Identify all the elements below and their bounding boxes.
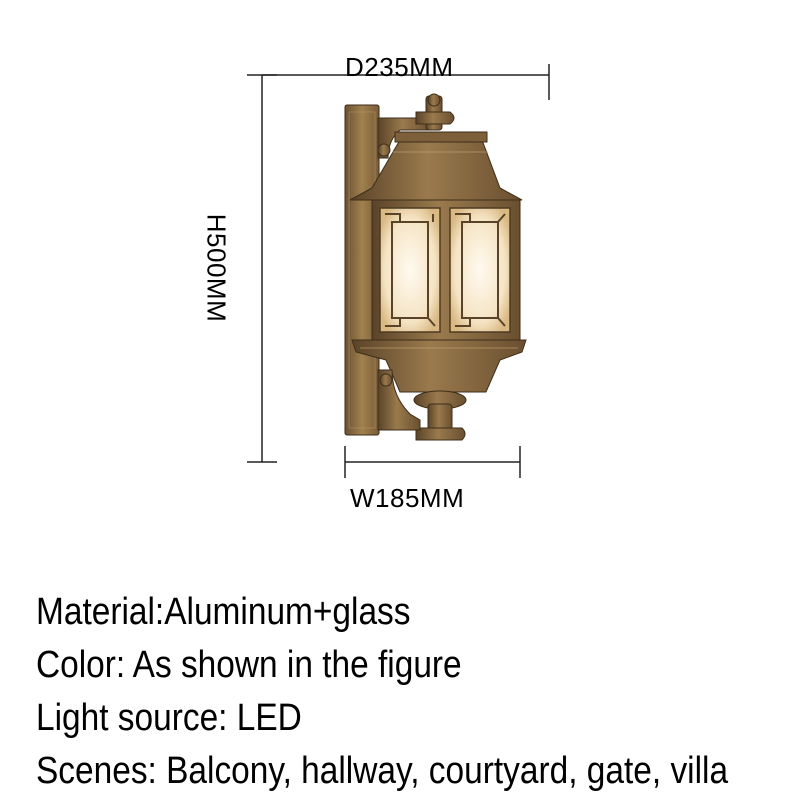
dimension-lines	[247, 64, 550, 478]
top-bracket	[377, 93, 455, 159]
spec-light-source: Light source: LED	[36, 697, 302, 739]
width-dimension-label: W185MM	[350, 483, 465, 513]
depth-dimension-label: D235MM	[345, 52, 454, 82]
bottom-bracket	[377, 369, 421, 431]
glass-panel-front	[449, 207, 511, 333]
wall-lamp-image	[344, 93, 527, 441]
spec-material: Material:Aluminum+glass	[36, 591, 411, 633]
lamp-base	[351, 339, 527, 393]
height-dimension-label: H500MM	[201, 213, 232, 323]
bottom-finial	[413, 390, 467, 441]
spec-color: Color: As shown in the figure	[36, 644, 462, 686]
spec-list: Material:Aluminum+glass Color: As shown …	[36, 586, 800, 798]
fretwork-pattern	[385, 213, 506, 327]
glass-panel-left	[379, 207, 441, 333]
spec-scenes: Scenes: Balcony, hallway, courtyard, gat…	[36, 750, 729, 792]
